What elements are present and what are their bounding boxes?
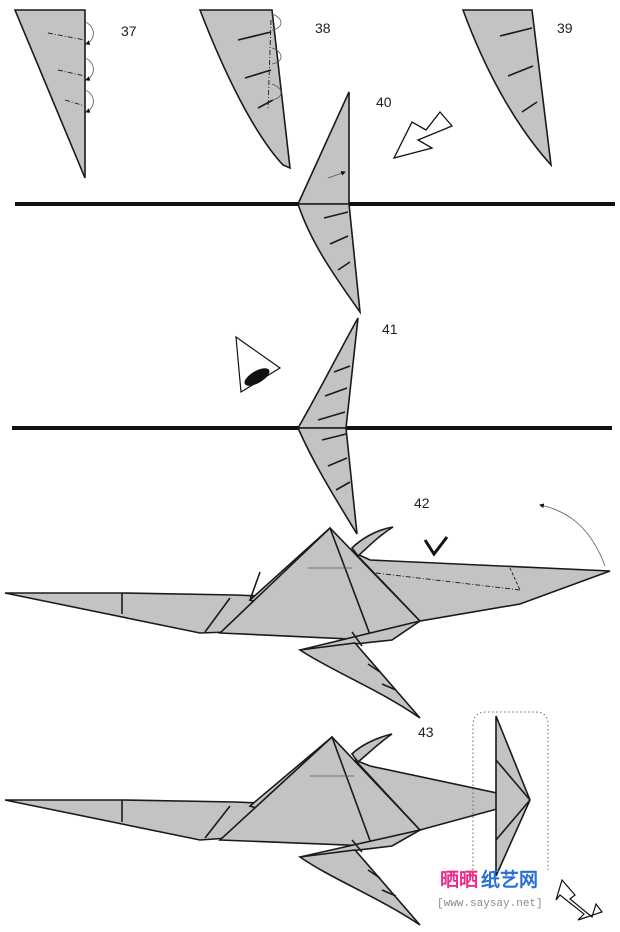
watermark: 晒晒 纸艺网 [www.saysay.net] bbox=[437, 868, 543, 910]
step-41-figure bbox=[296, 317, 359, 535]
step-37-figure bbox=[13, 9, 94, 179]
step-42-figure bbox=[4, 503, 611, 719]
watermark-cn-1: 晒晒 bbox=[440, 869, 478, 891]
step-40-label: 40 bbox=[376, 94, 392, 110]
step-41-label: 41 bbox=[382, 321, 398, 337]
step-43-figure bbox=[4, 711, 549, 926]
step-39-figure bbox=[461, 9, 553, 168]
watermark-cn-2: 纸艺网 bbox=[481, 868, 538, 891]
step-38-label: 38 bbox=[315, 20, 331, 36]
step-37-label: 37 bbox=[121, 23, 137, 39]
hollow-arrow-icon bbox=[392, 110, 454, 159]
eye-icon bbox=[235, 335, 282, 394]
watermark-url: [www.saysay.net] bbox=[437, 898, 543, 910]
hollow-arrow-icon-2 bbox=[555, 878, 603, 921]
step-43-label: 43 bbox=[418, 724, 434, 740]
step-38-figure bbox=[198, 9, 291, 170]
step-39-label: 39 bbox=[557, 20, 573, 36]
step-40-figure bbox=[296, 91, 362, 315]
step-42-label: 42 bbox=[414, 495, 430, 511]
chevron-icon bbox=[423, 536, 449, 557]
